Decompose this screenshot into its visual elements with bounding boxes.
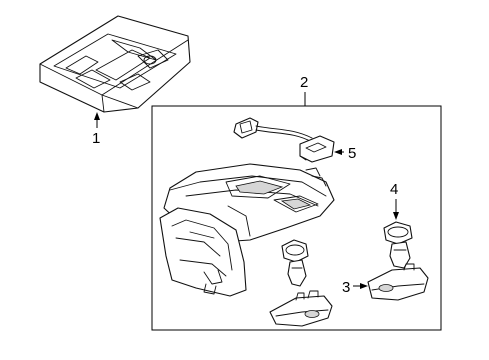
callout-4: 4 — [390, 181, 399, 220]
part-1-console-bezel — [39, 15, 191, 113]
callout-1: 1 — [92, 112, 100, 147]
part-3-lens — [367, 263, 429, 301]
callout-1-label: 1 — [92, 130, 100, 147]
callout-3-label: 3 — [342, 279, 350, 296]
part-4-bulb — [383, 221, 413, 269]
lens-bottom — [269, 290, 333, 327]
callout-4-label: 4 — [390, 181, 398, 198]
callout-5-label: 5 — [348, 145, 356, 162]
callout-2-label: 2 — [300, 74, 308, 91]
bulb-left — [281, 239, 309, 287]
overhead-console-housing — [159, 163, 335, 297]
callout-3: 3 — [342, 279, 368, 296]
callout-2: 2 — [300, 74, 308, 106]
callout-5: 5 — [334, 145, 356, 162]
part-5-wire-connector — [233, 117, 335, 163]
assembly-frame — [151, 105, 442, 331]
